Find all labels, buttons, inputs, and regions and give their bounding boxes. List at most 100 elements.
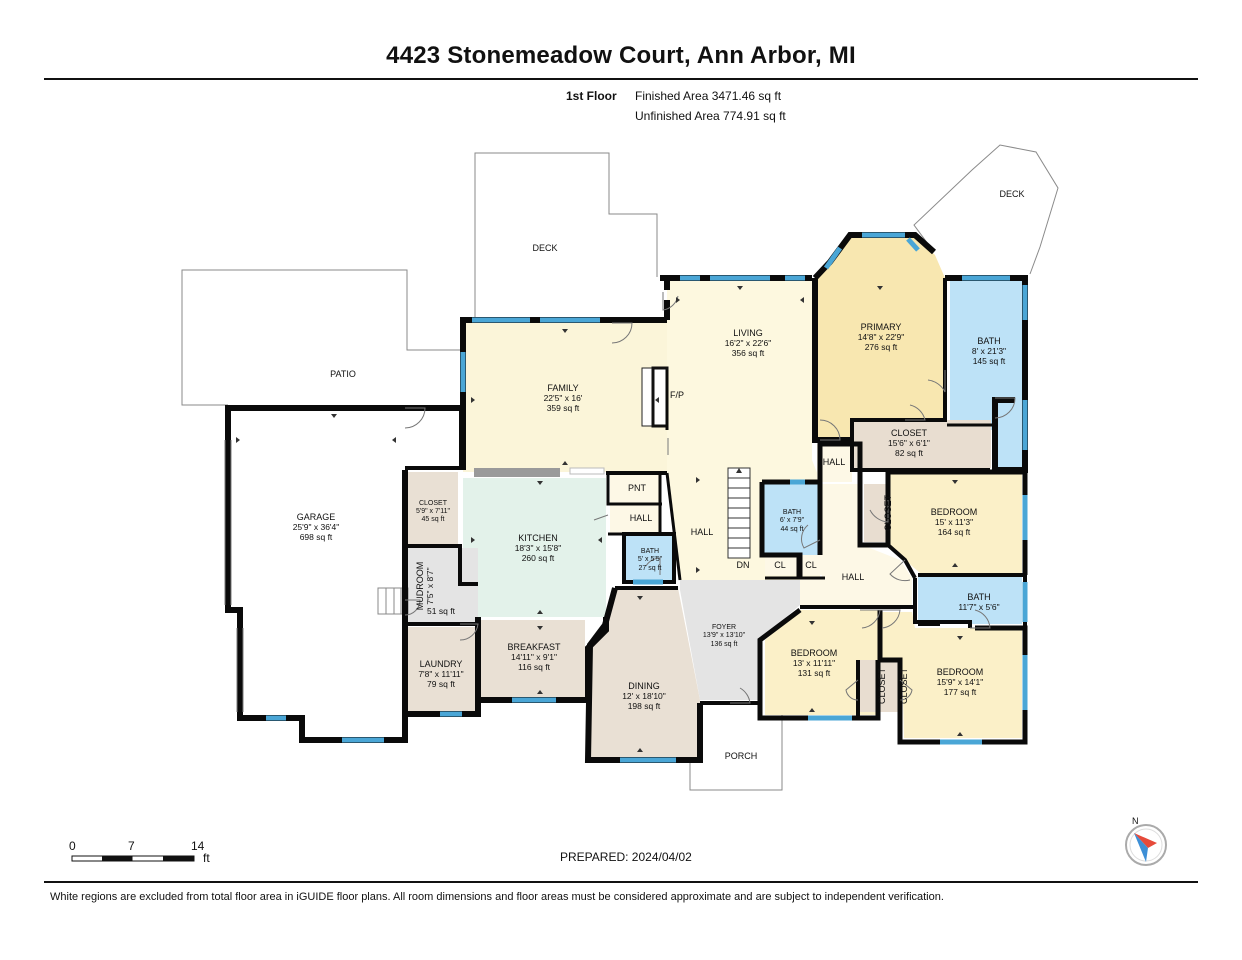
stairs-arrow [736,468,742,473]
compass-icon: N [1125,816,1167,866]
closet-b-label: CL [805,560,817,570]
garage-area: 698 sq ft [300,532,333,542]
side-deck-outline [913,144,1059,275]
bedroom3-fill [882,612,1022,738]
family-dims: 22'5" x 16' [544,393,583,403]
breakfast-area: 116 sq ft [518,662,551,672]
foyer-fill [680,580,800,700]
dining-fill [588,588,700,757]
patio-label: PATIO [330,369,356,379]
living-area: 356 sq ft [732,348,765,358]
primary-fill [818,235,945,440]
closet3-name: CLOSET [899,667,909,704]
foyer-name: FOYER [712,624,736,631]
scale-bar: 0 7 14 ft [69,839,210,865]
windows [266,232,1028,763]
dining-name: DINING [628,681,660,691]
center-bath-dims: 6' x 7'9" [780,517,805,524]
rear-deck-outline [474,152,658,320]
scale-tick-0: 0 [69,839,76,853]
kitchen-hall-name: HALL [630,513,653,523]
stairs-down-label: DN [737,560,750,570]
pantry-fill [610,475,660,504]
kitchen-bath-dims: 5' x 5'5" [638,556,663,563]
laundry-dims: 7'8" x 11'11" [418,669,463,679]
primary-bath-dims: 8' x 21'3" [972,346,1006,356]
pantry-name: PNT [628,483,647,493]
breakfast-dims: 14'11" x 9'1" [511,652,557,662]
kitchen-bath-fill [626,534,672,580]
garage-dims: 25'9" x 36'4" [293,522,340,532]
foyer-area: 136 sq ft [711,641,738,648]
room-labels: FAMILY 22'5" x 16' 359 sq ft F/P LIVING … [293,322,1006,711]
fireplace-label: F/P [670,390,684,400]
closet2-name: CLOSET [877,667,887,704]
primary-bath-area: 145 sq ft [973,356,1006,366]
primary-hall-name: HALL [823,457,846,467]
bedroom-bath-fill [918,576,1022,624]
garage-closet-dims: 5'9" x 7'11" [416,508,450,515]
bedroom1-fill [888,472,1022,573]
primary-closet-dims: 15'6" x 6'1" [888,438,930,448]
mudroom-dims: 7'5" x 8'7" [425,567,435,604]
scale-tick-14: 14 [191,839,205,853]
kitchen-bath-name: BATH [641,548,659,555]
bedroom-hall-fill [800,484,912,605]
bedroom3-area: 177 sq ft [944,687,977,697]
center-bath-fill [762,483,820,555]
garage-name: GARAGE [297,512,336,522]
center-bath-area: 44 sq ft [781,526,804,533]
bedroom1-dims: 15' x 11'3" [935,517,973,527]
foyer-dims: 13'9" x 13'10" [703,632,746,639]
bedroom-bath-name: BATH [967,592,990,602]
bedroom-bath-dims: 11'7" x 5'6" [958,602,999,612]
unfinished-area: Unfinished Area 774.91 sq ft [635,109,786,123]
footer-rule [44,881,1198,883]
dining-area: 198 sq ft [628,701,661,711]
scale-tick-7: 7 [128,839,135,853]
bedroom2-area: 131 sq ft [798,668,831,678]
mudroom-area: 51 sq ft [427,606,456,616]
dining-dims: 12' x 18'10" [622,691,666,701]
kitchen-pass-through [474,467,605,477]
kitchen-area: 260 sq ft [522,553,555,563]
primary-closet-name: CLOSET [891,428,928,438]
breakfast-fill [478,620,585,698]
closet-a-label: CL [774,560,786,570]
bedroom-hall-name: HALL [842,572,865,582]
living-name: LIVING [733,328,763,338]
primary-dims: 14'8" x 22'9" [858,332,905,342]
room-fills [408,235,1022,757]
bedroom3-dims: 15'9" x 14'1" [937,677,984,687]
primary-name: PRIMARY [861,322,902,332]
closet-b-fill [800,555,822,575]
closet-a-fill [765,555,797,575]
garage-closet-area: 45 sq ft [422,516,445,523]
closet3-fill [880,660,900,712]
bedroom1-name: BEDROOM [931,507,978,517]
scale-unit: ft [203,851,210,865]
patio-outline [181,269,460,406]
bedroom3-name: BEDROOM [937,667,984,677]
laundry-fill [408,627,476,712]
fireplace-box [651,366,669,428]
kitchen-hall-fill [610,504,660,534]
garage-closet-fill [408,472,458,544]
compass-north: N [1132,816,1139,826]
kitchen-name: KITCHEN [518,533,558,543]
porch-outline [689,710,783,791]
main-hall-name: HALL [691,527,714,537]
finished-area: Finished Area 3471.46 sq ft [635,89,782,103]
floor-label: 1st Floor [566,89,617,103]
living-dims: 16'2" x 22'6" [725,338,772,348]
breakfast-name: BREAKFAST [507,642,561,652]
bedroom1-area: 164 sq ft [938,527,971,537]
kitchen-dims: 18'3" x 15'8" [515,543,562,553]
kitchen-bath-area: 27 sq ft [639,565,662,572]
garage-door-jambs [224,440,244,712]
center-bath-name: BATH [783,509,801,516]
kitchen-fill [463,478,606,617]
mudroom-name: MUDROOM [415,562,425,611]
side-deck-label: DECK [999,189,1024,199]
garage-closet-name: CLOSET [419,500,448,507]
